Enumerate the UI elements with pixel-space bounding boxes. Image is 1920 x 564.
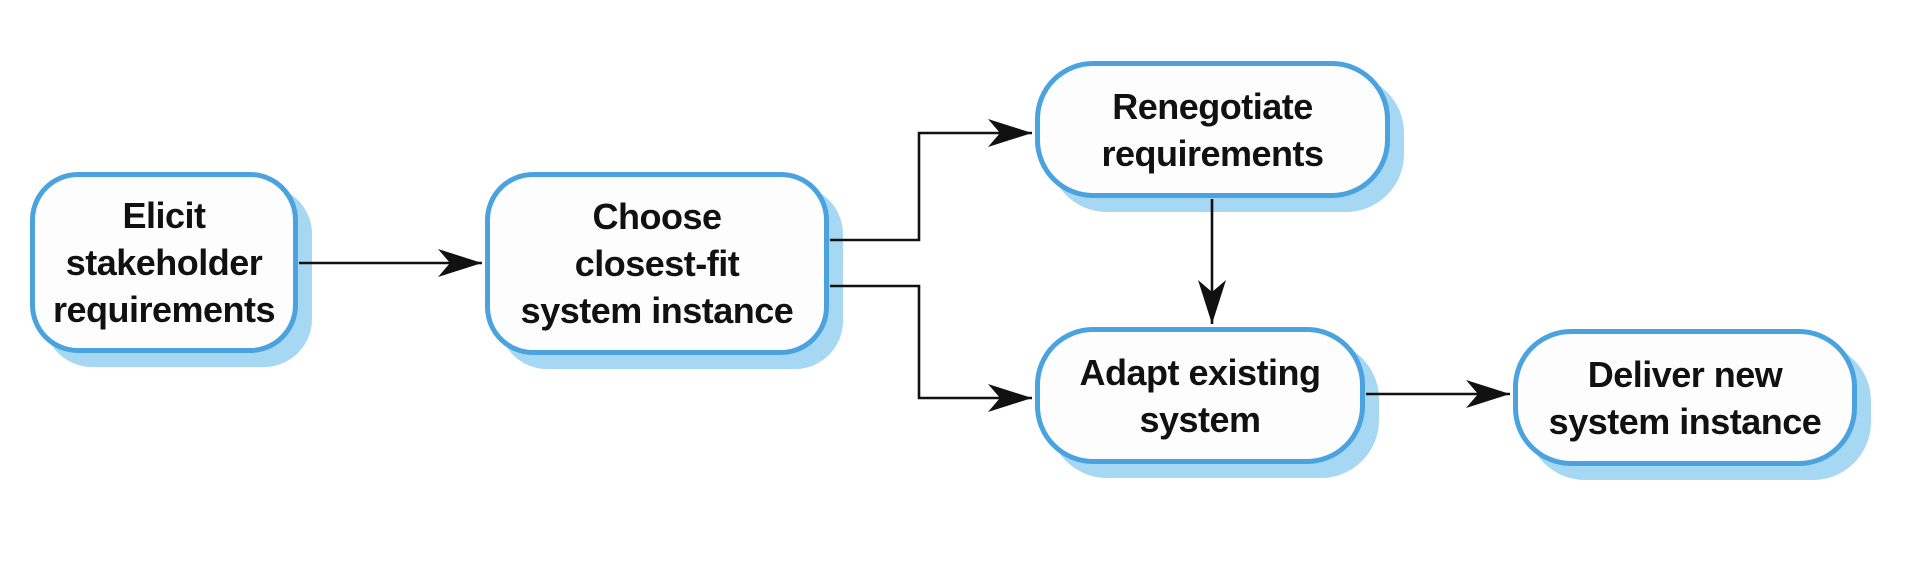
node-label: Elicit stakeholder requirements xyxy=(52,195,276,330)
node-adapt-existing-system: Adapt existing system xyxy=(1035,327,1365,464)
node-label: Choose closest-fit system instance xyxy=(520,196,794,331)
node-choose-closest-fit-system-instance: Choose closest-fit system instance xyxy=(485,172,829,355)
edge-choose-to-renegotiate xyxy=(830,119,1032,242)
node-renegotiate-requirements: Renegotiate requirements xyxy=(1035,61,1390,198)
node-label: Adapt existing system xyxy=(1079,351,1321,440)
edge-choose-to-adapt xyxy=(830,284,1032,412)
node-elicit-stakeholder-requirements: Elicit stakeholder requirements xyxy=(30,172,298,353)
node-deliver-new-system-instance: Deliver new system instance xyxy=(1513,329,1857,466)
node-label: Deliver new system instance xyxy=(1548,353,1822,442)
node-label: Renegotiate requirements xyxy=(1101,85,1324,174)
